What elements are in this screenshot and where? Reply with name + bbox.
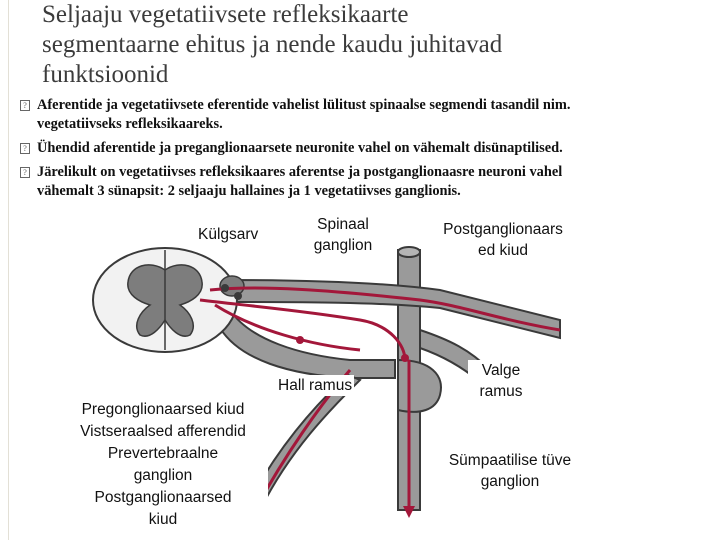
reflex-arc-illustration	[92, 246, 561, 518]
label-spinaal-ganglion: Spinaal ganglion	[298, 214, 388, 256]
synapse-dot	[401, 354, 409, 362]
slide-title: Seljaaju vegetatiivsete refleksikaarte s…	[42, 0, 662, 90]
legend-item: ganglion	[133, 467, 193, 484]
synapse-dot	[221, 284, 229, 292]
diagram-legend: Pregonglionaarsed kiud Vistseraalsed aff…	[58, 399, 268, 533]
title-line-1: Seljaaju vegetatiivsete refleksikaarte	[42, 1, 409, 28]
ventral-root	[218, 308, 396, 379]
label-ganglion: ganglion	[313, 237, 373, 254]
legend-item: Prevertebraalne	[107, 445, 219, 462]
legend-item: kiud	[148, 511, 178, 528]
label-valge: Valge	[481, 362, 521, 379]
label-tuve-ganglion: ganglion	[480, 473, 540, 490]
legend-item: Postganglionaarsed	[94, 489, 232, 506]
label-kulgsarv: Külgsarv	[198, 226, 259, 243]
title-line-3: funktsioonid	[42, 61, 169, 88]
bullet-item: ? Aferentide ja vegetatiivsete eferentid…	[20, 96, 710, 134]
bullet-3-line-2: vähemalt 3 sünapsit: 2 seljaaju hallaine…	[37, 183, 461, 199]
label-postgang-line-2: ed kiud	[478, 242, 528, 259]
bullet-marker-icon: ?	[20, 143, 30, 154]
spinal-nerve	[229, 278, 561, 340]
bullet-3-line-1: Järelikult on vegetatiivses refleksikaar…	[37, 164, 563, 180]
bullet-marker-icon: ?	[20, 167, 30, 178]
sympathetic-trunk-top	[397, 246, 421, 258]
arrowhead	[403, 506, 415, 518]
bullet-item: ? Ühendid aferentide ja preganglionaarse…	[20, 139, 710, 158]
label-postganglionaarsed: Postganglionaars ed kiud	[428, 219, 578, 261]
title-line-2: segmentaarne ehitus ja nende kaudu juhit…	[42, 31, 503, 58]
label-spinaal: Spinaal	[317, 216, 369, 233]
legend-item: Pregonglionaarsed kiud	[81, 401, 245, 418]
label-postgang-line-1: Postganglionaars	[443, 221, 563, 238]
label-valge-ramus: Valge ramus	[468, 360, 534, 402]
label-ramus: ramus	[479, 383, 523, 400]
visceral-afferent-fiber	[209, 286, 561, 332]
sympathetic-ganglion	[397, 358, 442, 413]
synapse-dot	[296, 336, 304, 344]
bullet-item: ? Järelikult on vegetatiivses refleksika…	[20, 163, 710, 201]
bullet-1-line-2: vegetatiivseks refleksikaareks.	[37, 116, 223, 132]
slide-frame-line	[8, 0, 9, 540]
bullet-marker-icon: ?	[20, 100, 30, 111]
label-hall-ramus: Hall ramus	[276, 375, 355, 396]
preganglionic-fiber	[199, 298, 407, 361]
synapse-dot	[234, 292, 242, 300]
bullet-2-line-1: Ühendid aferentide ja preganglionaarsete…	[37, 140, 563, 156]
reflex-arc-diagram: Külgsarv Spinaal ganglion Postganglionaa…	[0, 210, 720, 540]
label-sympaatilise: Sümpaatilise tüve	[448, 452, 572, 469]
legend-item: Vistseraalsed afferendid	[80, 423, 246, 440]
label-sympaatilise-tuve-ganglion: Sümpaatilise tüve ganglion	[432, 450, 588, 492]
afferent-fiber-2	[214, 303, 361, 352]
bullet-list: ? Aferentide ja vegetatiivsete eferentid…	[20, 96, 710, 206]
bullet-1-line-1: Aferentide ja vegetatiivsete eferentide …	[37, 97, 571, 113]
